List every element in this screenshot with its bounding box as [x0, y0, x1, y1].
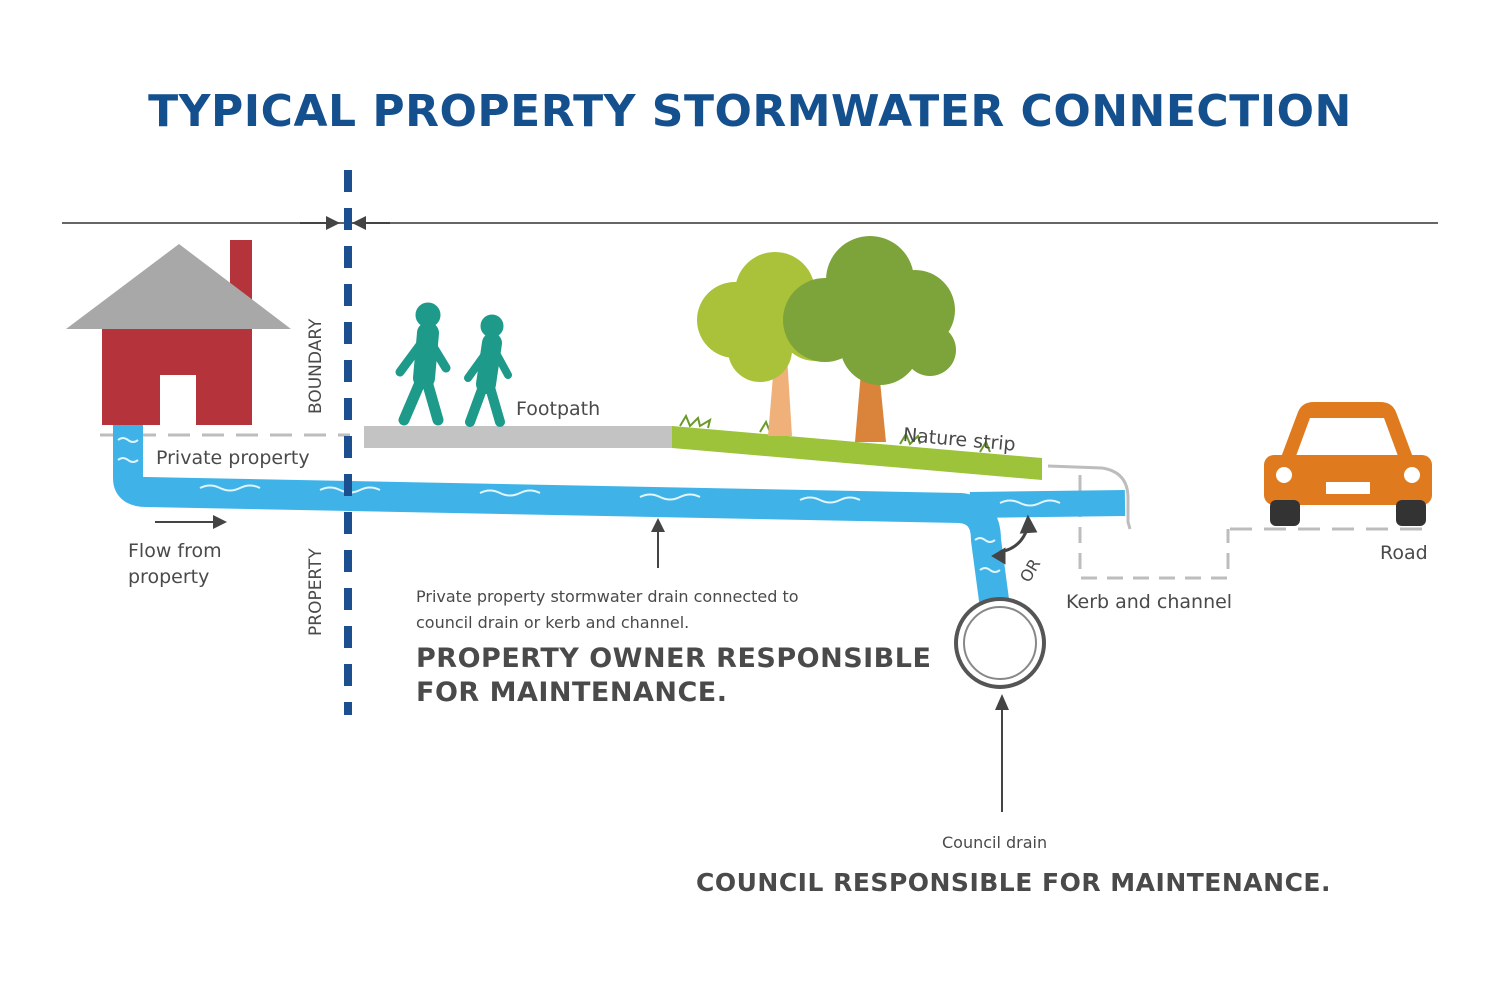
boundary-label-upper: BOUNDARY — [306, 318, 326, 414]
boundary-arrows — [300, 216, 390, 230]
flow-label-line2: property — [128, 566, 210, 588]
council-drain-label: Council drain — [942, 833, 1048, 852]
car-icon — [1264, 402, 1432, 526]
page-title: TYPICAL PROPERTY STORMWATER CONNECTION — [148, 86, 1352, 137]
council-drain-pipe-icon — [954, 597, 1046, 689]
private-property-label: Private property — [156, 447, 310, 469]
flow-arrow — [155, 515, 227, 529]
owner-note-line2: council drain or kerb and channel. — [416, 613, 690, 632]
council-responsibility: COUNCIL RESPONSIBLE FOR MAINTENANCE. — [696, 868, 1331, 897]
kerb-channel-label: Kerb and channel — [1066, 591, 1233, 613]
boundary-label-lower: PROPERTY — [306, 548, 326, 636]
private-drain-pointer — [651, 518, 665, 568]
pedestrians-icon — [395, 302, 512, 427]
owner-note-line1: Private property stormwater drain connec… — [416, 587, 799, 606]
trees-icon — [697, 236, 956, 442]
road-label: Road — [1380, 542, 1428, 564]
footpath-strip — [364, 426, 674, 448]
footpath-label: Footpath — [516, 398, 601, 420]
or-arrow — [991, 514, 1038, 565]
owner-responsibility-line2: FOR MAINTENANCE. — [416, 677, 728, 708]
house-icon — [66, 240, 291, 425]
flow-label-line1: Flow from — [128, 540, 222, 562]
owner-responsibility-line1: PROPERTY OWNER RESPONSIBLE — [416, 643, 932, 674]
kerb-channel-outline — [1047, 464, 1230, 580]
council-drain-pointer — [995, 694, 1009, 812]
